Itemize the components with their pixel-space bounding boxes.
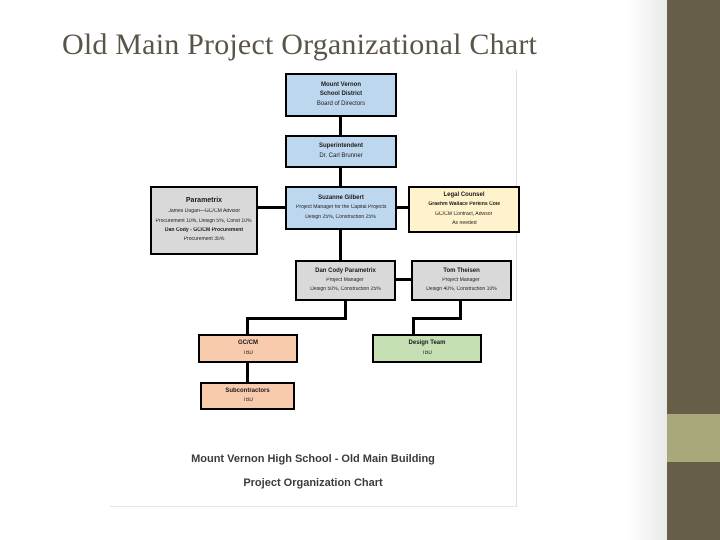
slide-title: Old Main Project Organizational Chart <box>62 28 538 61</box>
org-box-subtitle: Board of Directors <box>316 100 366 107</box>
org-box-title: Design Team <box>408 340 446 347</box>
org-box-detail: TBD <box>242 350 254 356</box>
connector-board-superintendent <box>339 117 342 135</box>
org-box-title: Tom Theisen <box>443 267 480 274</box>
org-box-tom-theisen: Tom Theisen Project Manager Design 40%, … <box>411 260 512 301</box>
org-box-detail: Project Manager <box>326 277 365 283</box>
right-edge-shading <box>627 0 667 540</box>
org-box-parametrix: Parametrix James Dugan—GC/CM Advisor Pro… <box>150 186 258 255</box>
org-box-title: Subcontractors <box>225 387 270 394</box>
connector-suzanne-dancody <box>339 230 342 260</box>
org-box-title: Mount Vernon <box>321 82 361 89</box>
org-box-title: Dan Cody Parametrix <box>315 267 376 274</box>
connector-gccm-subcontractors <box>246 363 249 382</box>
org-box-title: Superintendent <box>318 143 363 150</box>
chart-caption-line1: Mount Vernon High School - Old Main Buil… <box>191 453 435 465</box>
org-box-detail: TBD <box>242 397 253 403</box>
connector-parametrix-suzanne <box>256 206 285 209</box>
connector-dancody-gccm-down <box>246 319 249 334</box>
connector-suzanne-legal <box>395 206 408 209</box>
org-box-title: Suzanne Gilbert <box>318 195 364 202</box>
org-box-detail: Design 50%, Construction 25% <box>310 286 381 292</box>
org-box-school-district: Mount Vernon School District Board of Di… <box>285 73 397 117</box>
org-box-dan-cody: Dan Cody Parametrix Project Manager Desi… <box>295 260 396 301</box>
connector-tom-designteam-drop <box>459 300 462 319</box>
org-box-title: Legal Counsel <box>443 191 485 198</box>
org-box-gccm: GC/CM TBD <box>198 334 298 363</box>
org-box-subcontractors: Subcontractors TBD <box>200 382 295 410</box>
org-box-detail: TBD <box>421 350 433 356</box>
org-box-detail: Procurement 35% <box>183 236 225 242</box>
org-box-detail: Project Manager <box>442 277 481 283</box>
org-box-detail: James Dugan—GC/CM Advisor <box>168 208 240 214</box>
org-box-detail: Design 25%, Construction 25% <box>305 214 377 220</box>
connector-dancody-tomtheisen <box>394 278 411 281</box>
org-box-detail: Dan Cody - GC/CM Procurement <box>164 227 244 233</box>
org-box-detail: Procurement 10%, Design 5%, Const 10% <box>155 218 253 224</box>
org-box-title: Parametrix <box>185 197 223 205</box>
connector-superintendent-suzanne <box>339 168 342 186</box>
org-box-detail: As needed <box>451 220 477 226</box>
org-box-suzanne-gilbert: Suzanne Gilbert Project Manager for the … <box>285 186 397 230</box>
right-sidebar-accent-block <box>667 414 720 462</box>
org-box-design-team: Design Team TBD <box>372 334 482 363</box>
connector-dancody-gccm-elbow <box>246 317 347 320</box>
org-box-detail: Project Manager for the Capital Projects <box>295 204 387 210</box>
connector-tom-designteam-elbow <box>412 317 462 320</box>
connector-tom-designteam-down <box>412 319 415 334</box>
org-box-detail: Design 40%, Construction 10% <box>426 286 497 292</box>
org-box-detail: GC/CM Contract, Advisor <box>435 211 493 217</box>
chart-caption-line2: Project Organization Chart <box>243 477 383 489</box>
org-box-superintendent: Superintendent Dr. Carl Brunner <box>285 135 397 168</box>
org-box-title: School District <box>319 91 363 98</box>
connector-dancody-gccm-drop <box>344 300 347 319</box>
org-box-legal-counsel: Legal Counsel Graehm Wallace Perkins Coi… <box>408 186 520 233</box>
org-box-title: GC/CM <box>238 340 258 347</box>
org-box-subtitle: Dr. Carl Brunner <box>319 152 363 159</box>
org-box-detail: Graehm Wallace Perkins Coie <box>428 201 500 207</box>
